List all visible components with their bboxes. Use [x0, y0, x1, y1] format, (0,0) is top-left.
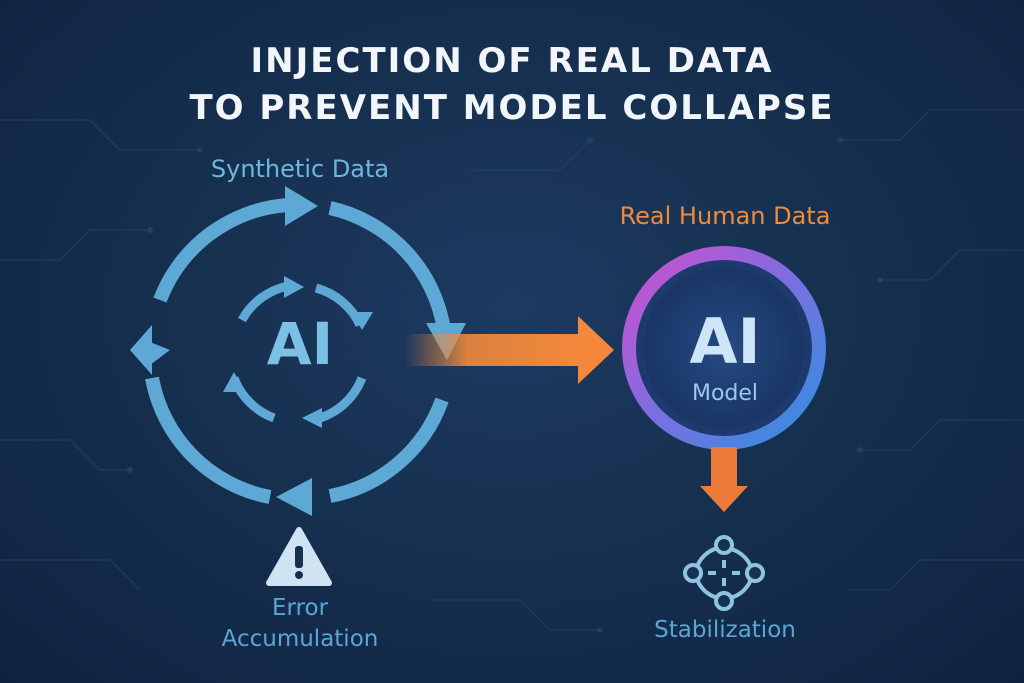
arrow-down-icon — [700, 447, 748, 512]
title-line-1: INJECTION OF REAL DATA — [250, 41, 774, 81]
arrow-right-icon — [405, 316, 614, 384]
error-line-1: Error — [271, 595, 329, 621]
stabilization-label: Stabilization — [654, 617, 796, 643]
cycle-arrows-icon — [145, 198, 451, 504]
node-network-icon — [683, 535, 765, 611]
ai-model-circle — [622, 246, 826, 450]
title-line-2: TO PREVENT MODEL COLLAPSE — [189, 88, 835, 128]
ai-model-label: AI — [689, 305, 761, 378]
warning-triangle-icon — [266, 527, 332, 586]
model-sublabel: Model — [691, 381, 759, 406]
error-accumulation-label: Error Accumulation — [170, 593, 430, 655]
ai-core-label: AI — [266, 310, 334, 378]
real-human-data-label: Real Human Data — [619, 202, 831, 230]
page-title: INJECTION OF REAL DATA TO PREVENT MODEL … — [0, 38, 1024, 132]
error-line-2: Accumulation — [221, 626, 379, 652]
synthetic-data-label: Synthetic Data — [210, 155, 390, 183]
